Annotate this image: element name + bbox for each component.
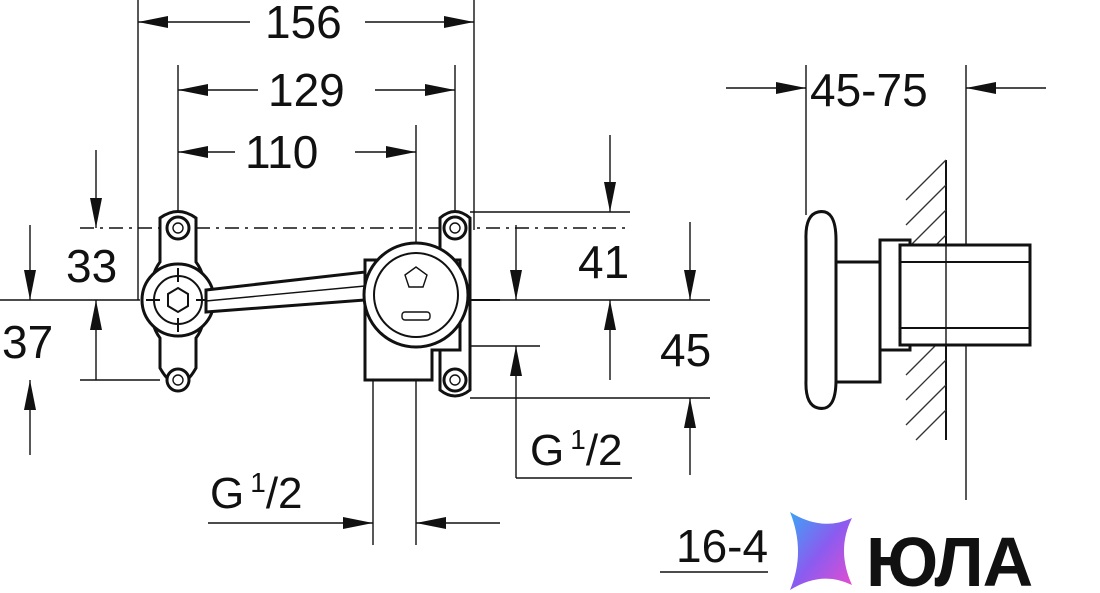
thread-bottom-main: G (210, 469, 244, 518)
dim-height-top: 33 (66, 240, 117, 292)
dim-height-right-bottom: 45 (660, 324, 711, 376)
dim-height-bottom: 37 (2, 316, 53, 368)
dim-side-depth: 16-4 (676, 520, 768, 572)
sparkle-star-icon (790, 512, 852, 590)
front-view (0, 0, 710, 545)
thread-right-main: G (530, 426, 564, 475)
dim-width-centers: 110 (245, 126, 318, 178)
side-view (726, 65, 1046, 500)
thread-right-sup: 1 (570, 424, 586, 455)
watermark-logo: ЮЛА (768, 505, 1100, 593)
thread-right-sub: /2 (586, 426, 623, 475)
dim-wall-depth: 45-75 (810, 64, 928, 116)
watermark-brand: ЮЛА (866, 523, 1032, 593)
thread-bottom-sub: /2 (266, 469, 303, 518)
dim-width-mounting: 129 (268, 64, 345, 116)
dim-width-total: 156 (265, 0, 342, 48)
thread-bottom-sup: 1 (250, 467, 266, 498)
dim-height-right-top: 41 (578, 236, 629, 288)
